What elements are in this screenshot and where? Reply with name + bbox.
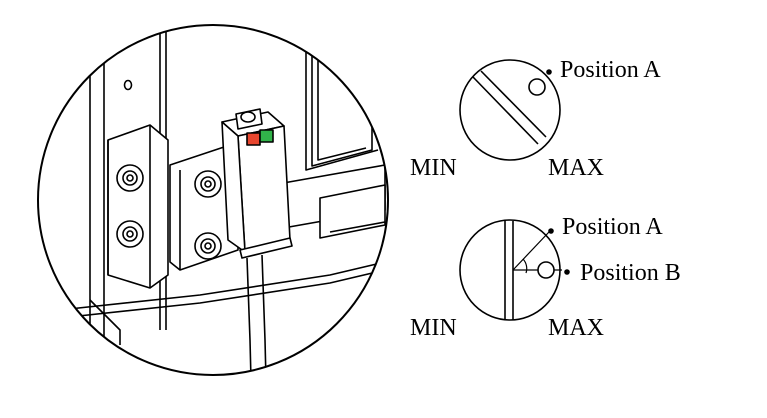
dial-top-slot [472, 76, 539, 145]
dial-top-min-label: MIN [410, 155, 457, 181]
sensor-cable [246, 254, 268, 375]
magnifier-outline [37, 24, 389, 376]
dot-marker [548, 228, 554, 234]
magnified-sensor-detail [37, 24, 389, 376]
dot-marker [546, 69, 552, 75]
dial-bottom-position-a-label: Position A [562, 214, 663, 240]
hex-bolt [116, 220, 144, 248]
dial-bottom-min-label: MIN [410, 315, 457, 341]
dial-top-position-a-label: Position A [560, 57, 661, 83]
dot-marker [564, 269, 570, 275]
hex-bolt [194, 170, 222, 198]
hex-bolt [116, 164, 144, 192]
dial-bottom-position-b-label: Position B [580, 260, 681, 286]
mounting-bracket-left [107, 124, 169, 289]
dial-top-slot [480, 70, 547, 138]
angle-line [512, 231, 550, 271]
sensor-body [221, 108, 293, 259]
dial-top-face [459, 59, 561, 161]
red-led [246, 132, 261, 146]
green-led [259, 129, 274, 143]
hex-bolt [194, 232, 222, 260]
dial-bottom-max-label: MAX [548, 315, 604, 341]
dial-bottom: Position A Position B MIN MAX [410, 214, 681, 341]
dial-top-indicator [528, 78, 546, 96]
adjustment-knob [240, 111, 256, 123]
dial-top: Position A MIN MAX [410, 57, 661, 181]
dial-top-max-label: MAX [548, 155, 604, 181]
angle-arc [522, 258, 528, 274]
dial-bottom-indicator [537, 261, 555, 279]
